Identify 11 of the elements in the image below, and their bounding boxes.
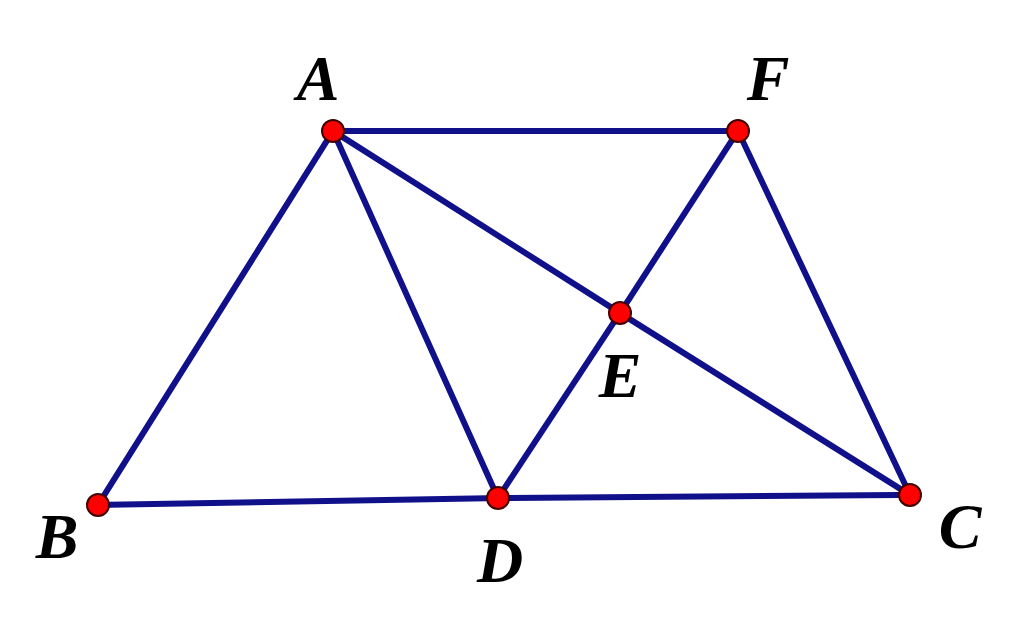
line-segment <box>339 133 614 311</box>
line-segment <box>100 137 331 499</box>
line-segment <box>501 319 617 492</box>
line-segment <box>623 137 735 307</box>
point-label: C <box>938 491 982 562</box>
line-segment <box>626 315 904 493</box>
point-label: B <box>35 501 79 572</box>
line-segment <box>334 138 497 491</box>
point-label: E <box>598 340 642 411</box>
point-label: D <box>476 525 524 596</box>
point-label: F <box>746 43 790 114</box>
